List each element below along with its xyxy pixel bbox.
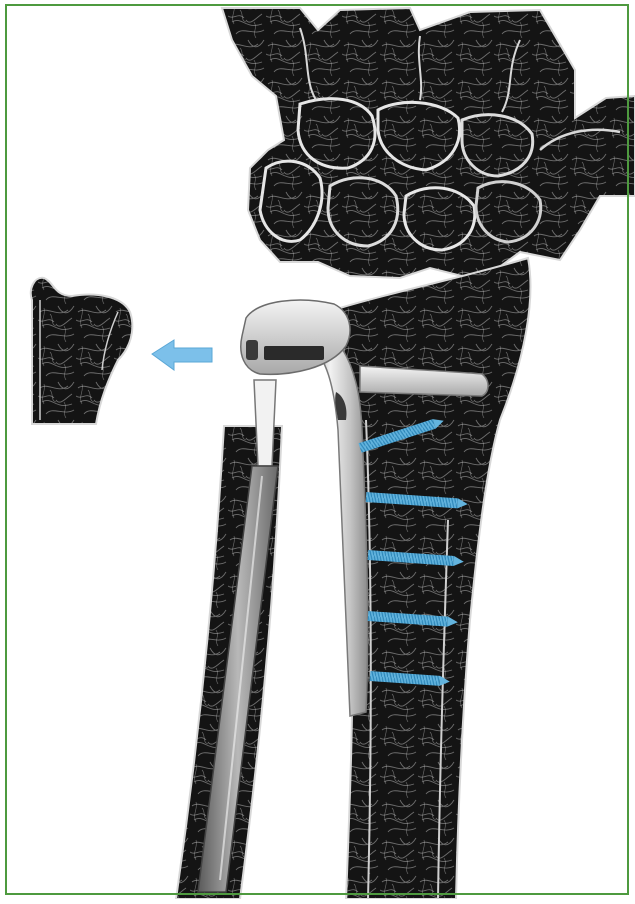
carpal-bones [222, 8, 635, 278]
resected-ulnar-head [31, 278, 133, 424]
distal-radius [340, 258, 530, 899]
removal-arrow [152, 340, 212, 370]
